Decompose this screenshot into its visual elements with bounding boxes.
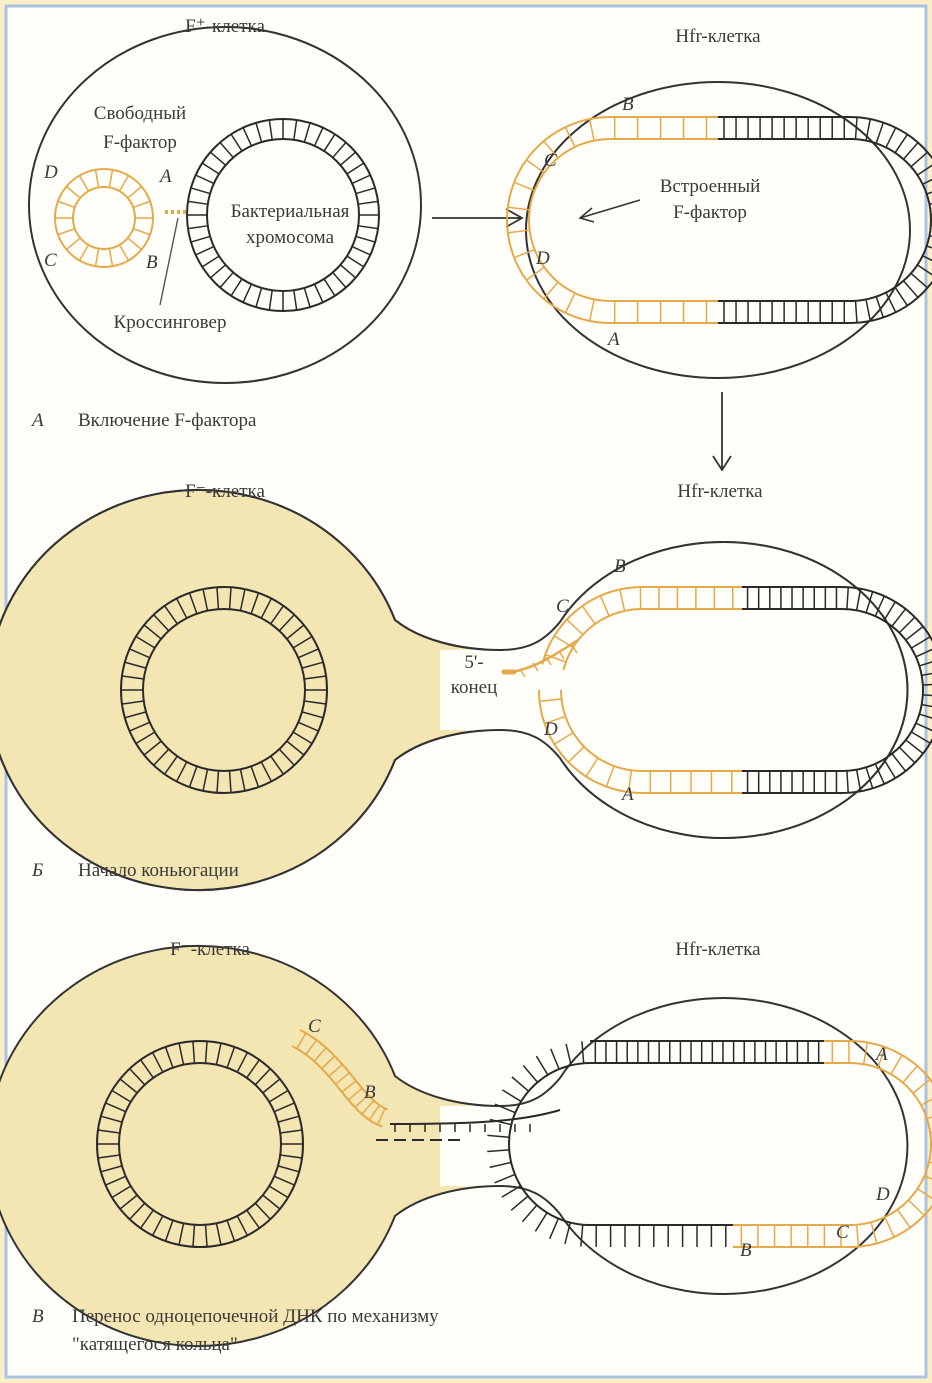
five-prime-label-1: 5'- <box>464 652 483 673</box>
marker-d-hfr-a: D <box>535 248 550 269</box>
marker-b-hfr-b: B <box>614 556 626 577</box>
marker-b-transfer: B <box>364 1082 376 1103</box>
marker-a-hfr-b: A <box>620 784 634 805</box>
f-plus-cell-title: F⁺-клетка <box>185 16 265 37</box>
caption-c-letter: В <box>32 1306 44 1327</box>
f-minus-title-c: F⁻-клетка <box>170 939 250 960</box>
marker-b-free: B <box>146 252 158 273</box>
caption-a-letter: А <box>30 410 44 431</box>
integrated-f-label-1: Встроенный <box>660 176 761 197</box>
marker-d-free: D <box>43 162 58 183</box>
marker-a-hfr-a: A <box>606 329 620 350</box>
hfr-cell-title-a: Hfr-клетка <box>675 26 761 47</box>
marker-c-free: C <box>44 250 57 271</box>
caption-b-letter: Б <box>31 860 43 881</box>
free-f-label-2: F-фактор <box>103 132 177 153</box>
marker-d-hfr-c: D <box>875 1184 890 1205</box>
free-f-label-1: Свободный <box>94 103 186 124</box>
marker-d-hfr-b: D <box>543 719 558 740</box>
chromosome-label-2: хромосома <box>246 227 335 248</box>
hfr-title-b: Hfr-клетка <box>677 481 763 502</box>
marker-b-hfr-a: B <box>622 94 634 115</box>
caption-b-text: Начало коньюгации <box>78 860 239 881</box>
marker-c-hfr-a: C <box>544 150 557 171</box>
marker-a-free: A <box>158 166 172 187</box>
caption-a-text: Включение F-фактора <box>78 410 257 431</box>
caption-c-line-1: Перенос одноцепочечной ДНК по механизму <box>72 1306 439 1327</box>
marker-c-hfr-b: C <box>556 596 569 617</box>
caption-c-line-2: "катящегося кольца" <box>72 1334 238 1355</box>
marker-c-transfer: C <box>308 1016 321 1037</box>
marker-b-hfr-c: B <box>740 1240 752 1261</box>
marker-a-hfr-c: A <box>874 1044 888 1065</box>
crossover-label: Кроссинговер <box>114 312 227 333</box>
hfr-title-c: Hfr-клетка <box>675 939 761 960</box>
f-minus-title-b: F⁻-клетка <box>185 481 265 502</box>
chromosome-label-1: Бактериальная <box>231 201 350 222</box>
marker-c-hfr-c: C <box>836 1222 849 1243</box>
integrated-f-label-2: F-фактор <box>673 202 747 223</box>
five-prime-label-2: конец <box>451 677 498 698</box>
